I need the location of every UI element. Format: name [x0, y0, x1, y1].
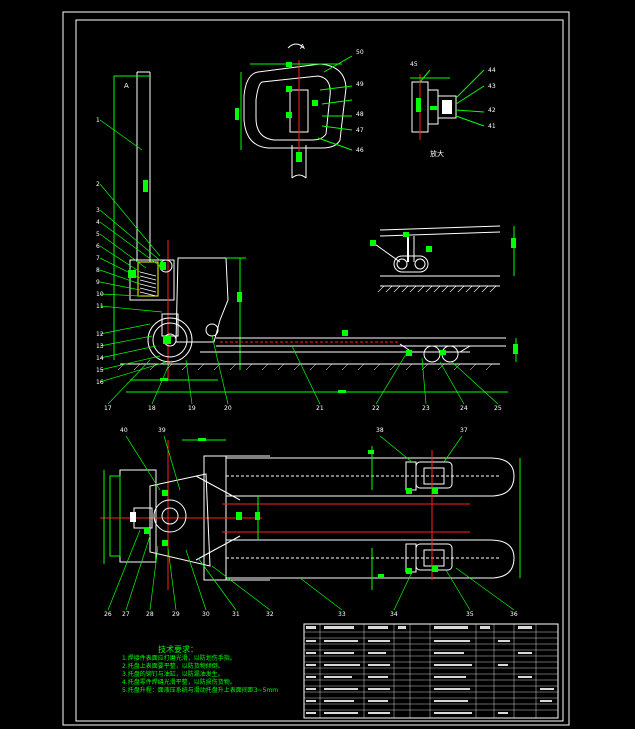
part-number-20: 20	[224, 405, 232, 412]
tech-requirements-title: 技术要求：	[158, 645, 198, 654]
part-number-7: 7	[96, 255, 100, 262]
part-number-13: 13	[96, 343, 104, 350]
tech-note: 5.托盘升程：面液压系统与滑动托盘升上表面间距3~5mm	[122, 687, 279, 694]
part-number-35: 35	[466, 611, 474, 618]
part-number-3: 3	[96, 207, 100, 214]
part-number-37: 37	[460, 427, 468, 434]
part-number-34: 34	[390, 611, 398, 618]
title-block	[303, 623, 559, 719]
part-number-5: 5	[96, 231, 100, 238]
lift-mechanism-view	[370, 225, 516, 293]
tech-note: 2.托盘上表面要平整，以防货物倾倒。	[122, 663, 224, 670]
part-number-38: 38	[376, 427, 384, 434]
part-number-2: 2	[96, 181, 100, 188]
part-number-1: 1	[96, 117, 100, 124]
main-side-view	[99, 71, 518, 405]
drawing-outer-frame	[62, 11, 570, 726]
part-number-44: 44	[488, 67, 496, 74]
section-a-label: A	[300, 43, 305, 51]
part-number-14: 14	[96, 355, 104, 362]
part-number-40: 40	[120, 427, 128, 434]
part-number-10: 10	[96, 291, 104, 298]
part-number-41: 41	[488, 123, 496, 130]
tech-note: 3.托盘的铆钉与油缸，以防漏油发生。	[122, 671, 224, 678]
technical-requirements: 技术要求： 1.焊接件表面应打磨光滑，以防划伤手指。 2.托盘上表面要平整，以防…	[122, 646, 278, 695]
tech-note: 1.焊接件表面应打磨光滑，以防划伤手指。	[122, 655, 236, 662]
part-number-43: 43	[488, 83, 496, 90]
drawing-inner-frame	[75, 19, 564, 722]
detail-view-label: 放大	[430, 150, 444, 158]
part-number-15: 15	[96, 367, 104, 374]
part-number-9: 9	[96, 279, 100, 286]
part-number-31: 31	[232, 611, 240, 618]
part-number-24: 24	[460, 405, 468, 412]
part-number-47: 47	[356, 127, 364, 134]
part-number-42: 42	[488, 107, 496, 114]
part-number-25: 25	[494, 405, 502, 412]
part-number-22: 22	[372, 405, 380, 412]
part-number-28: 28	[146, 611, 154, 618]
part-number-27: 27	[122, 611, 130, 618]
part-number-36: 36	[510, 611, 518, 618]
part-number-11: 11	[96, 303, 104, 310]
part-number-18: 18	[148, 405, 156, 412]
part-number-6: 6	[96, 243, 100, 250]
part-number-21: 21	[316, 405, 324, 412]
view-a-label-top: A	[124, 82, 129, 90]
plan-view	[100, 435, 521, 611]
part-number-48: 48	[356, 111, 364, 118]
part-number-45: 45	[410, 61, 418, 68]
part-number-19: 19	[188, 405, 196, 412]
part-number-32: 32	[266, 611, 274, 618]
part-number-30: 30	[202, 611, 210, 618]
part-number-17: 17	[104, 405, 112, 412]
part-number-50: 50	[356, 49, 364, 56]
part-number-12: 12	[96, 331, 104, 338]
part-number-4: 4	[96, 219, 100, 226]
part-number-23: 23	[422, 405, 430, 412]
part-number-33: 33	[338, 611, 346, 618]
tech-note: 4.托盘零件焊缝光滑平整，以防损伤货物。	[122, 679, 236, 686]
part-number-26: 26	[104, 611, 112, 618]
part-number-29: 29	[172, 611, 180, 618]
part-number-46: 46	[356, 147, 364, 154]
part-number-49: 49	[356, 81, 364, 88]
detail-view	[410, 69, 485, 140]
section-view-a	[235, 43, 353, 179]
part-number-16: 16	[96, 379, 104, 386]
part-number-39: 39	[158, 427, 166, 434]
part-number-8: 8	[96, 267, 100, 274]
